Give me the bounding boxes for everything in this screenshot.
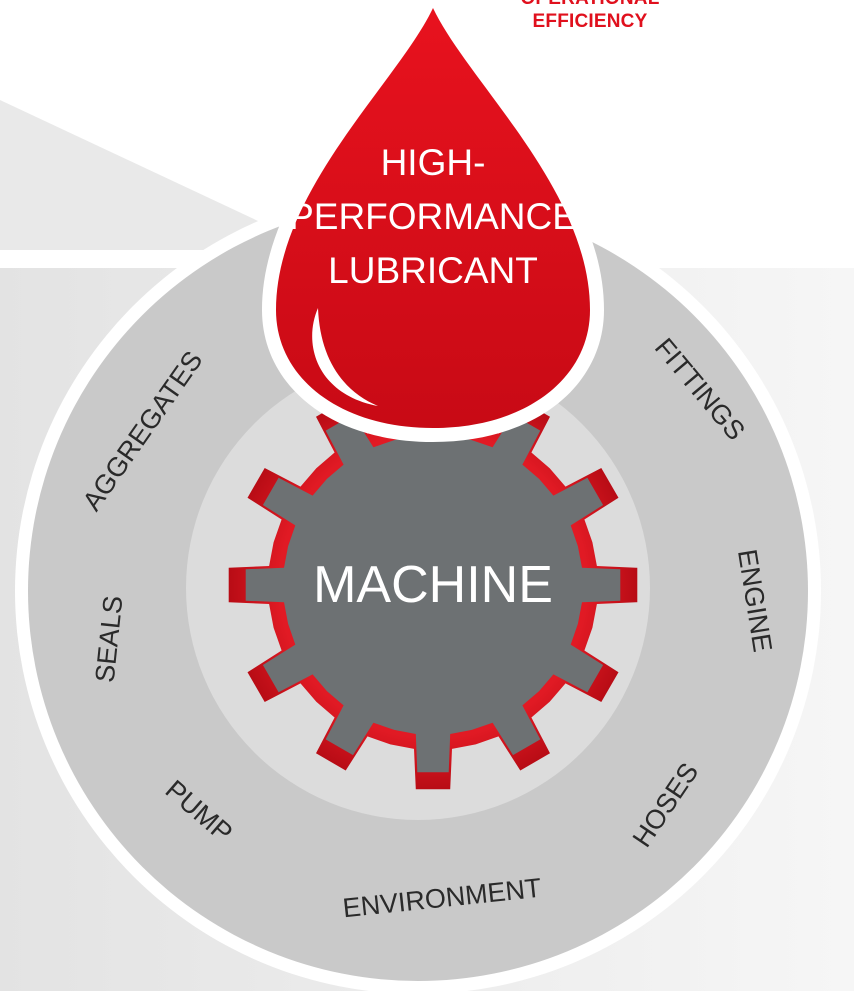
drop-highlight xyxy=(312,308,378,406)
machine-label: MACHINE xyxy=(313,556,553,614)
drop-text-line-1: HIGH- xyxy=(381,142,486,183)
lubricant-drop: HIGH- PERFORMANCE LUBRICANT xyxy=(262,0,604,442)
background-diagonal-panel xyxy=(0,100,320,250)
drop-text-line-2: PERFORMANCE xyxy=(289,196,577,237)
heading-line-2: EFFICIENCY xyxy=(532,11,648,32)
gear-body xyxy=(245,397,621,773)
heading-line-1: OPERATIONAL xyxy=(470,0,710,10)
drop-shape xyxy=(276,8,590,428)
drop-text-line-3: LUBRICANT xyxy=(328,250,538,291)
operational-efficiency-heading: OPERATIONAL EFFICIENCY xyxy=(470,0,710,33)
machine-gear xyxy=(228,380,638,790)
